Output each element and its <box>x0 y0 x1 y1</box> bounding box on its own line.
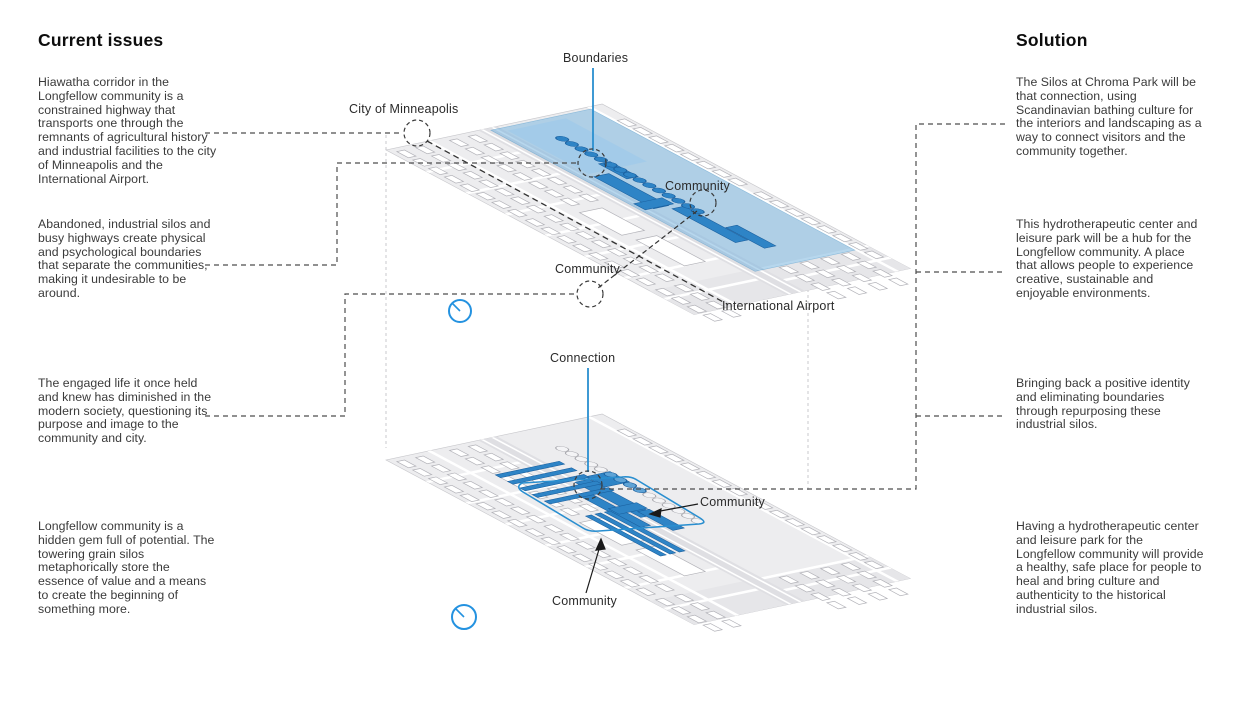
solution-paragraph-4: Having a hydrotherapeutic center and lei… <box>1016 519 1204 616</box>
city-marker-circle <box>403 119 431 147</box>
city-of-minneapolis-label: City of Minneapolis <box>349 102 459 116</box>
community-label-top-bottom: Community <box>555 262 621 276</box>
boundaries-marker-circle <box>577 148 607 178</box>
community-top-right-marker-circle <box>689 189 717 217</box>
leader-lines <box>587 68 594 472</box>
solution-paragraph-3: Bringing back a positive identity and el… <box>1016 376 1190 432</box>
bottom-map <box>386 414 930 635</box>
left-connectors <box>205 132 577 417</box>
issue-paragraph-3: The engaged life it once held and knew h… <box>38 376 212 446</box>
projection-lines <box>385 135 809 490</box>
community-label-bottom-right: Community <box>700 495 766 509</box>
connection-marker-circle <box>573 470 603 500</box>
community-link-dashed-line <box>597 210 698 289</box>
marker-circles <box>403 119 717 500</box>
connection-label: Connection <box>550 351 616 365</box>
north-arrow-icon-top <box>448 299 472 323</box>
solution-title: Solution <box>1016 30 1088 50</box>
top-map <box>386 104 930 325</box>
plaza-outline <box>517 476 705 532</box>
community-label-top-right: Community <box>665 179 731 193</box>
boundaries-label: Boundaries <box>563 51 629 65</box>
issue-paragraph-1: Hiawatha corridor in the Longfellow comm… <box>38 75 217 186</box>
solution-paragraph-2: This hydrotherapeutic center and leisure… <box>1016 217 1198 300</box>
north-arrow-icon-bottom <box>451 604 477 630</box>
right-connectors <box>600 123 1005 490</box>
current-issues-title: Current issues <box>38 30 164 50</box>
international-airport-label: International Airport <box>722 299 835 313</box>
issue-paragraph-4: Longfellow community is a hidden gem ful… <box>38 519 215 616</box>
community-label-bottom-bottom: Community <box>552 594 618 608</box>
issue-paragraph-2: Abandoned, industrial silos and busy hig… <box>38 217 211 300</box>
community-top-bottom-marker-circle <box>576 280 604 308</box>
solution-paragraph-1: The Silos at Chroma Park will be that co… <box>1016 75 1202 158</box>
highway-dashed-line <box>426 140 728 305</box>
community-arrows <box>585 503 699 594</box>
